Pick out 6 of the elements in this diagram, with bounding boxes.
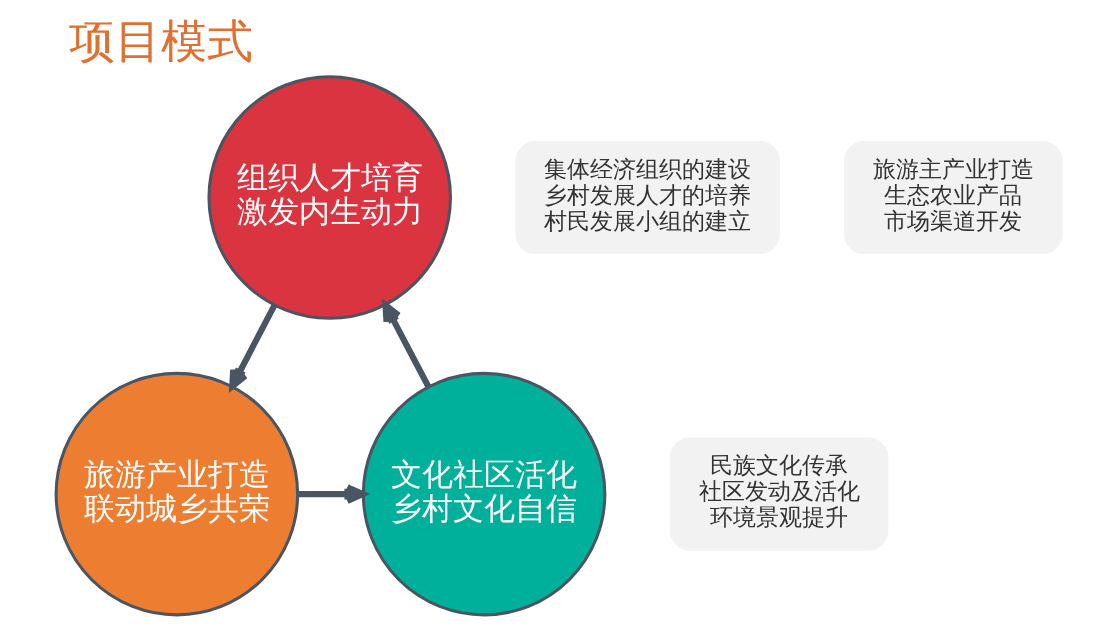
arrow [381,301,431,389]
arrow [228,303,277,390]
node-circle: 组织人才培育 激发内生动力 [206,75,452,320]
node-circle: 旅游产业打造 联动城乡共荣 [54,371,299,617]
node-circle: 文化社区活化 乡村文化自信 [361,371,606,617]
diagram-title: 项目模式 [68,13,253,68]
